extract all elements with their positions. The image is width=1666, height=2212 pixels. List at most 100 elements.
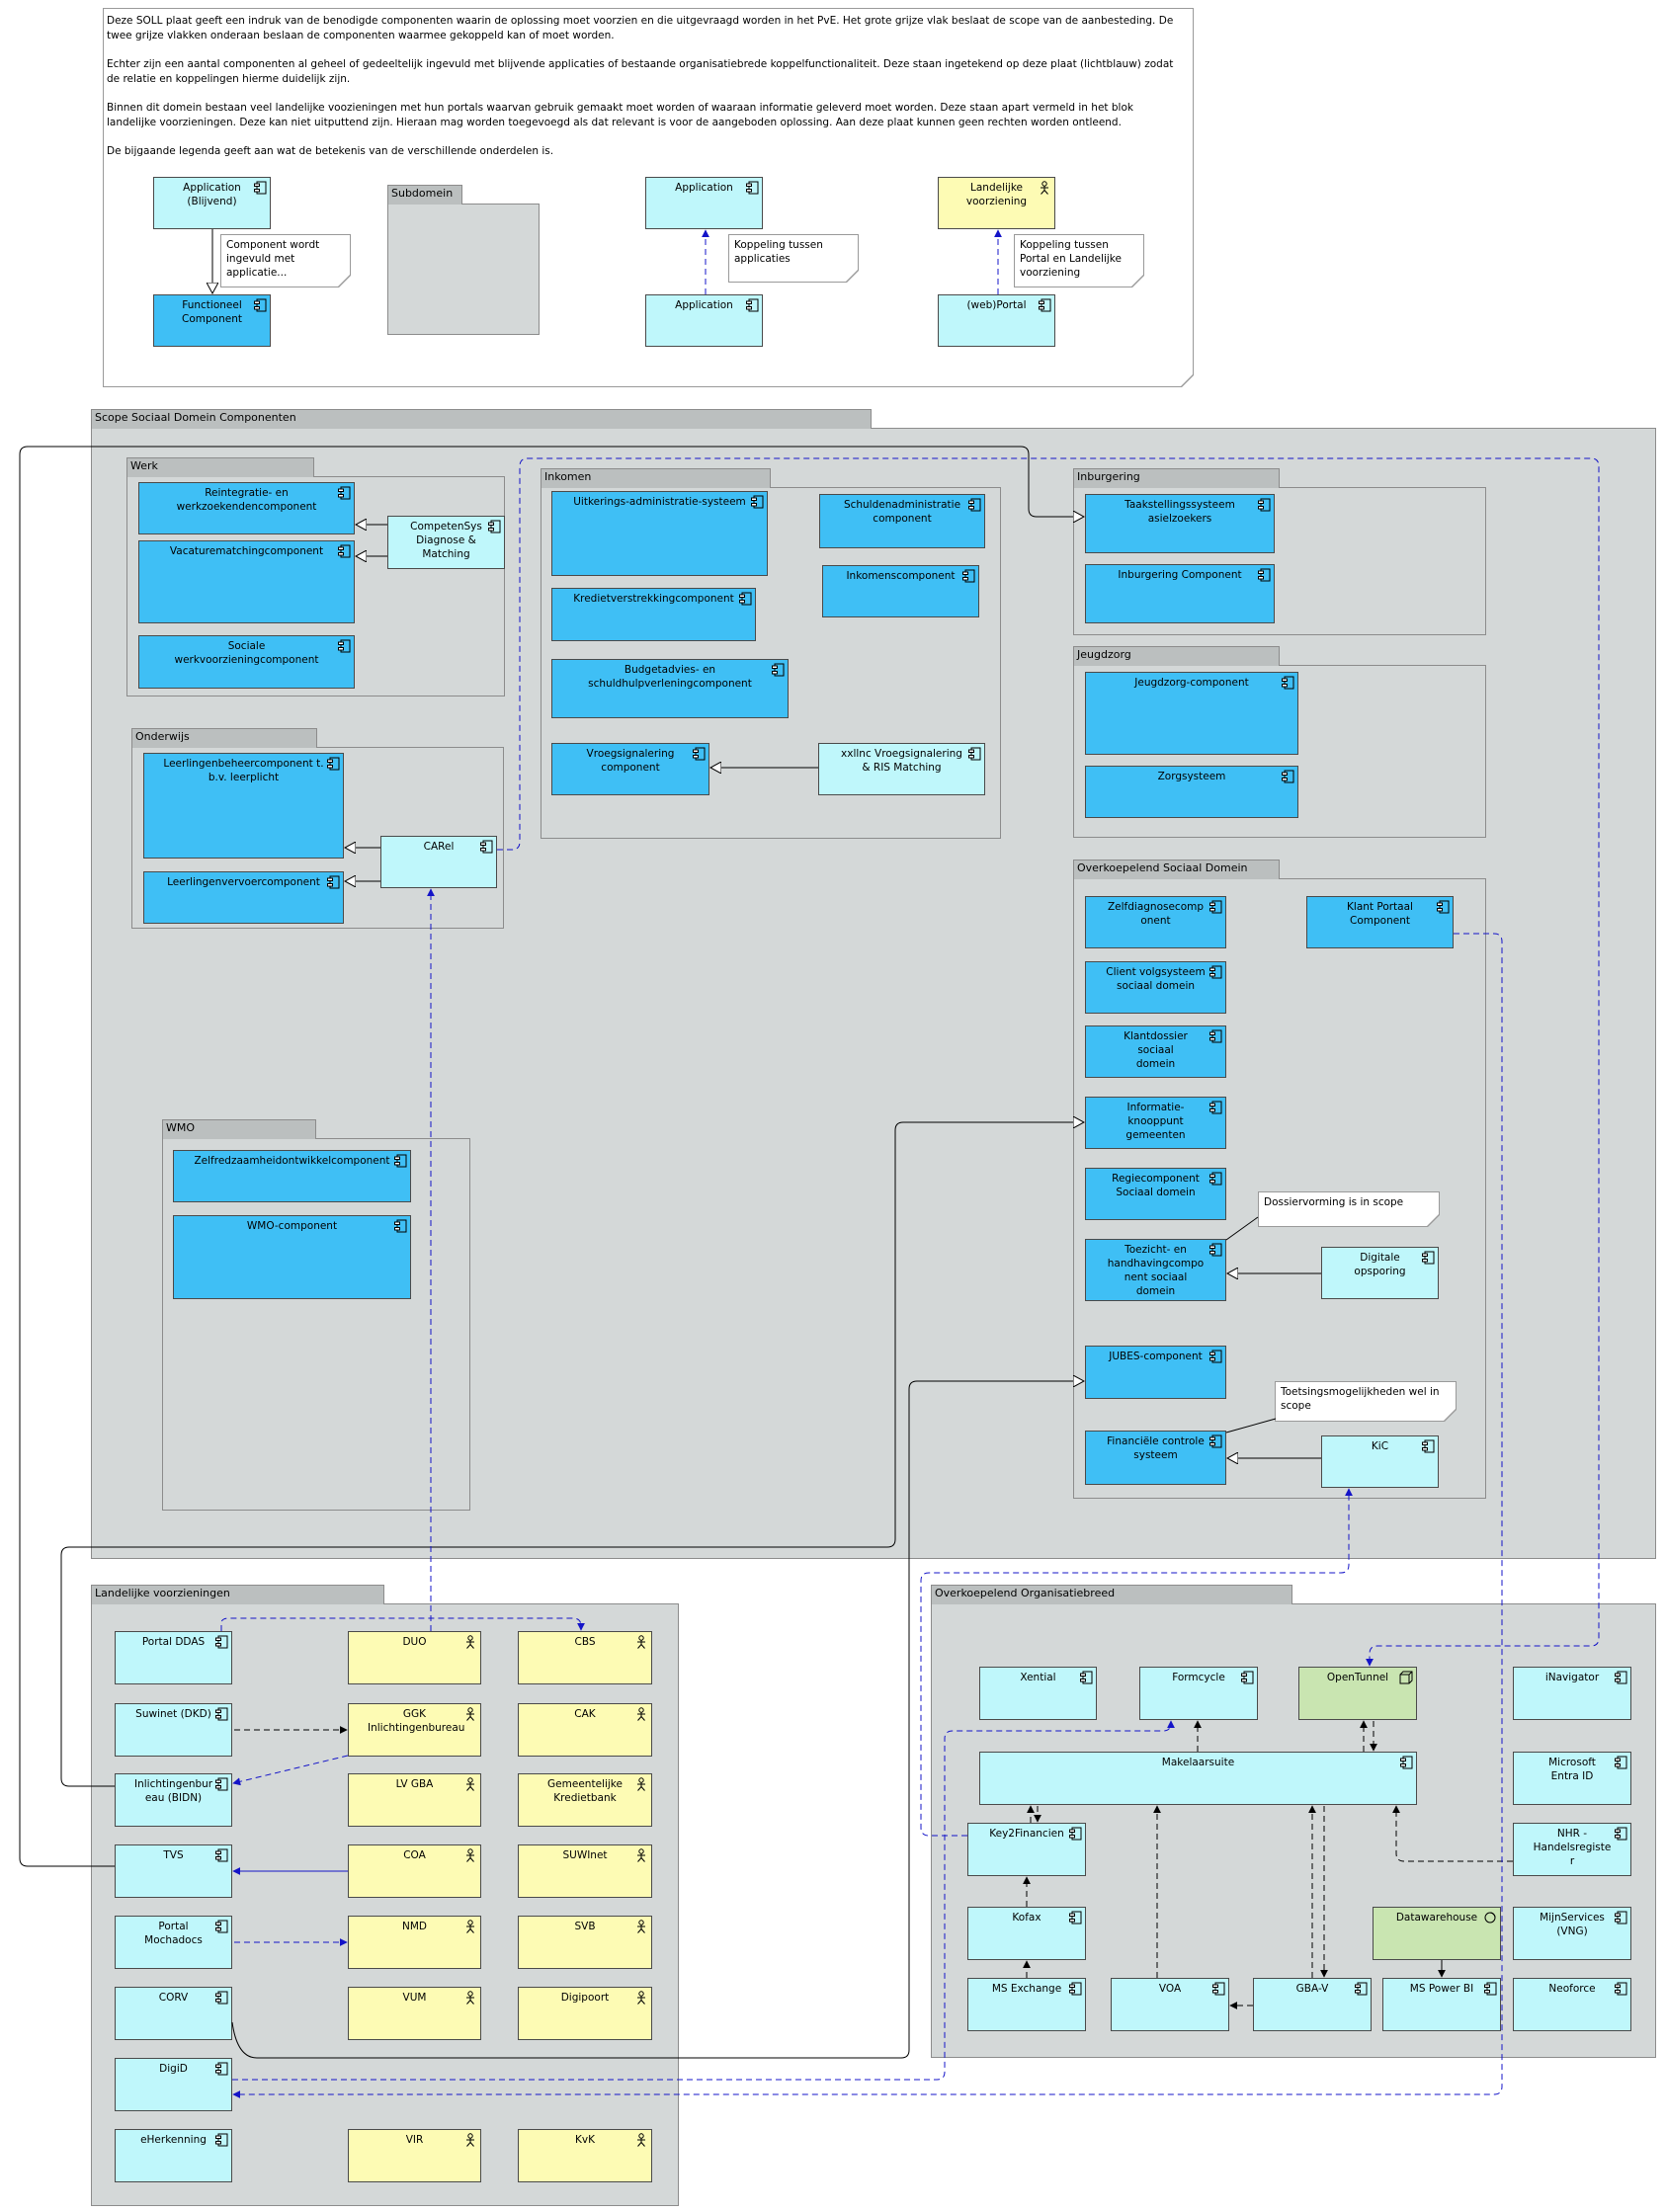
key2financien[interactable]: Key2Financien: [967, 1823, 1086, 1876]
werk-tab: Werk: [126, 457, 314, 477]
component-icon: [337, 544, 351, 558]
actor-icon: [634, 1777, 648, 1791]
ggk-inlichtingenbureau[interactable]: GGK Inlichtingenbureau: [348, 1703, 481, 1757]
inlichtingenbureau-bidn[interactable]: Inlichtingenbur eau (BIDN): [115, 1773, 232, 1827]
digitale-opsporing-application[interactable]: Digitale opsporing: [1321, 1247, 1439, 1299]
jeugdzorg-component[interactable]: Jeugdzorg-component: [1085, 672, 1298, 755]
legend-functioneel-component-label: Functioneel Component: [182, 299, 242, 325]
eherkenning[interactable]: eHerkenning: [115, 2129, 232, 2182]
digipoort[interactable]: Digipoort: [518, 1987, 652, 2040]
component-icon: [1614, 1827, 1627, 1841]
component-icon: [771, 663, 785, 677]
informatieknooppunt-gemeenten[interactable]: Informatie- knooppunt gemeenten: [1085, 1097, 1226, 1149]
opentunnel[interactable]: OpenTunnel: [1298, 1667, 1417, 1720]
legend-landelijke-voorziening-label: Landelijke voorziening: [965, 182, 1028, 207]
toezicht-handhaving-component[interactable]: Toezicht- en handhavingcompo nent sociaa…: [1085, 1239, 1226, 1301]
component-icon: [1354, 1982, 1368, 1996]
actor-icon: [463, 1991, 477, 2005]
legend-web-portal[interactable]: (web)Portal: [938, 294, 1055, 347]
formcycle[interactable]: Formcycle: [1139, 1667, 1258, 1720]
wmo-component[interactable]: WMO-component: [173, 1215, 411, 1299]
schuldenadministratie-component[interactable]: Schuldenadministratie component: [819, 494, 985, 548]
budgetadvies-component[interactable]: Budgetadvies- en schuldhulpverleningcomp…: [551, 659, 789, 718]
xential-label: Xential: [1020, 1672, 1056, 1683]
component-icon: [1068, 1982, 1082, 1996]
xential[interactable]: Xential: [979, 1667, 1097, 1720]
vroegsignalering-component[interactable]: Vroegsignalering component: [551, 743, 709, 795]
kofax[interactable]: Kofax: [967, 1907, 1086, 1960]
mijnservices-vng[interactable]: MijnServices (VNG): [1513, 1907, 1631, 1960]
component-icon: [967, 498, 981, 512]
cak-label: CAK: [574, 1708, 596, 1720]
legend-application-blijvend[interactable]: Application (Blijvend): [153, 177, 271, 229]
vum[interactable]: VUM: [348, 1987, 481, 2040]
duo[interactable]: DUO: [348, 1631, 481, 1684]
leerlingenvervoer-label: Leerlingenvervoercomponent: [167, 876, 320, 888]
reintegratie-component[interactable]: Reintegratie- en werkzoekendencomponent: [138, 482, 355, 534]
actor-icon: [463, 1635, 477, 1649]
svb[interactable]: SVB: [518, 1916, 652, 1969]
tvs[interactable]: TVS: [115, 1844, 232, 1898]
portal-ddas[interactable]: Portal DDAS: [115, 1631, 232, 1684]
informatieknooppunt-label: Informatie- knooppunt gemeenten: [1125, 1102, 1186, 1141]
leerlingenvervoer-component[interactable]: Leerlingenvervoercomponent: [143, 871, 344, 924]
cak[interactable]: CAK: [518, 1703, 652, 1757]
cbs[interactable]: CBS: [518, 1631, 652, 1684]
client-volgsysteem[interactable]: Client volgsysteem sociaal domein: [1085, 961, 1226, 1014]
inavigator[interactable]: iNavigator: [1513, 1667, 1631, 1720]
legend-landelijke-voorziening[interactable]: Landelijke voorziening: [938, 177, 1055, 229]
voa[interactable]: VOA: [1111, 1978, 1229, 2031]
sociale-werkvoorziening-component[interactable]: Sociale werkvoorzieningcomponent: [138, 635, 355, 689]
component-icon: [961, 569, 975, 583]
makelaarsuite[interactable]: Makelaarsuite: [979, 1752, 1417, 1805]
klant-portaal-component[interactable]: Klant Portaal Component: [1306, 896, 1454, 948]
kic-application[interactable]: KiC: [1321, 1435, 1439, 1488]
suwinet-dkd[interactable]: Suwinet (DKD): [115, 1703, 232, 1757]
corv[interactable]: CORV: [115, 1987, 232, 2040]
component-icon: [967, 747, 981, 761]
ms-exchange-label: MS Exchange: [991, 1983, 1062, 1995]
lv-gba[interactable]: LV GBA: [348, 1773, 481, 1827]
component-icon: [1208, 1029, 1222, 1043]
inburgering-component[interactable]: Inburgering Component: [1085, 564, 1275, 623]
taakstellingssysteem-asielzoekers[interactable]: Taakstellingssysteem asielzoekers: [1085, 494, 1275, 553]
inburgering-tab: Inburgering: [1073, 468, 1280, 488]
inkomens-component[interactable]: Inkomenscomponent: [822, 565, 979, 617]
financiele-controle-systeem[interactable]: Financiële controle systeem: [1085, 1431, 1226, 1485]
regiecomponent-sociaal-domein[interactable]: Regiecomponent Sociaal domein: [1085, 1168, 1226, 1220]
datawarehouse[interactable]: Datawarehouse: [1373, 1907, 1501, 1960]
legend-application-top[interactable]: Application: [645, 177, 763, 229]
kvk[interactable]: KvK: [518, 2129, 652, 2182]
suwinet-provider[interactable]: SUWInet: [518, 1844, 652, 1898]
vacaturematching-component[interactable]: Vacaturematchingcomponent: [138, 540, 355, 623]
nhr-handelsregister[interactable]: NHR - Handelsregiste r: [1513, 1823, 1631, 1876]
uitkerings-administratie-systeem[interactable]: Uitkerings-administratie-systeem: [551, 491, 768, 576]
coa-label: COA: [403, 1849, 426, 1861]
neoforce[interactable]: Neoforce: [1513, 1978, 1631, 2031]
power-bi-label: MS Power BI: [1409, 1983, 1474, 1995]
portal-mochadocs[interactable]: Portal Mochadocs: [115, 1916, 232, 1969]
jubes-component[interactable]: JUBES-component: [1085, 1346, 1226, 1399]
digid[interactable]: DigiD: [115, 2058, 232, 2111]
leerlingenbeheer-component[interactable]: Leerlingenbeheercomponent t. b.v. leerpl…: [143, 753, 344, 859]
gemeentelijke-kredietbank[interactable]: Gemeentelijke Kredietbank: [518, 1773, 652, 1827]
legend-application-bottom[interactable]: Application: [645, 294, 763, 347]
jeugdzorg-tab: Jeugdzorg: [1073, 646, 1280, 666]
zelfdiagnose-component[interactable]: Zelfdiagnosecomp onent: [1085, 896, 1226, 948]
carel-application[interactable]: CARel: [380, 836, 497, 888]
klantdossier-sociaal-domein[interactable]: Klantdossier sociaal domein: [1085, 1025, 1226, 1078]
zelfredzaamheid-component[interactable]: Zelfredzaamheidontwikkelcomponent: [173, 1150, 411, 1202]
nmd[interactable]: NMD: [348, 1916, 481, 1969]
component-icon: [1208, 1101, 1222, 1114]
coa[interactable]: COA: [348, 1844, 481, 1898]
microsoft-entra-id[interactable]: Microsoft Entra ID: [1513, 1752, 1631, 1805]
ms-exchange[interactable]: MS Exchange: [967, 1978, 1086, 2031]
legend-functioneel-component[interactable]: Functioneel Component: [153, 294, 271, 347]
xxllnc-vroegsignalering[interactable]: xxllnc Vroegsignalering & RIS Matching: [818, 743, 985, 795]
vir[interactable]: VIR: [348, 2129, 481, 2182]
gba-v[interactable]: GBA-V: [1253, 1978, 1372, 2031]
ms-power-bi[interactable]: MS Power BI: [1382, 1978, 1501, 2031]
zorgsysteem[interactable]: Zorgsysteem: [1085, 766, 1298, 818]
competensys-application[interactable]: CompetenSys Diagnose & Matching: [387, 516, 505, 569]
kredietverstrekking-component[interactable]: Kredietverstrekkingcomponent: [551, 588, 756, 641]
